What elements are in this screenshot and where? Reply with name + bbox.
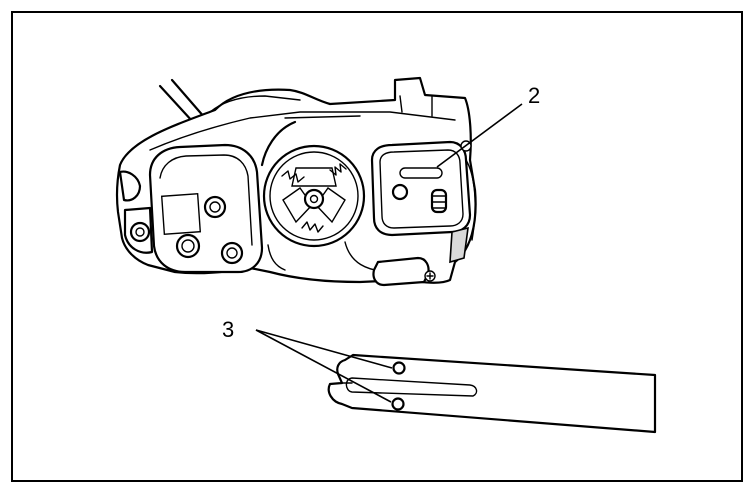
callout-2-leader — [436, 103, 523, 168]
callout-3-leader-upper — [255, 329, 393, 369]
figure-frame — [11, 11, 743, 482]
bar-hole-lower — [391, 397, 405, 411]
clutch-assembly — [262, 144, 366, 248]
callout-3-leader-lower — [255, 329, 392, 403]
guide-bar — [327, 353, 657, 434]
chainsaw-body — [115, 76, 477, 287]
callout-3: 3 — [222, 317, 393, 403]
bar-mount-plate — [370, 140, 472, 237]
callout-3-label: 3 — [222, 317, 234, 342]
callout-2: 2 — [436, 83, 540, 168]
clutch-springs — [281, 163, 347, 233]
bar-hole-upper — [392, 361, 406, 375]
housing-bolts — [175, 195, 244, 265]
callout-2-label: 2 — [528, 83, 540, 108]
